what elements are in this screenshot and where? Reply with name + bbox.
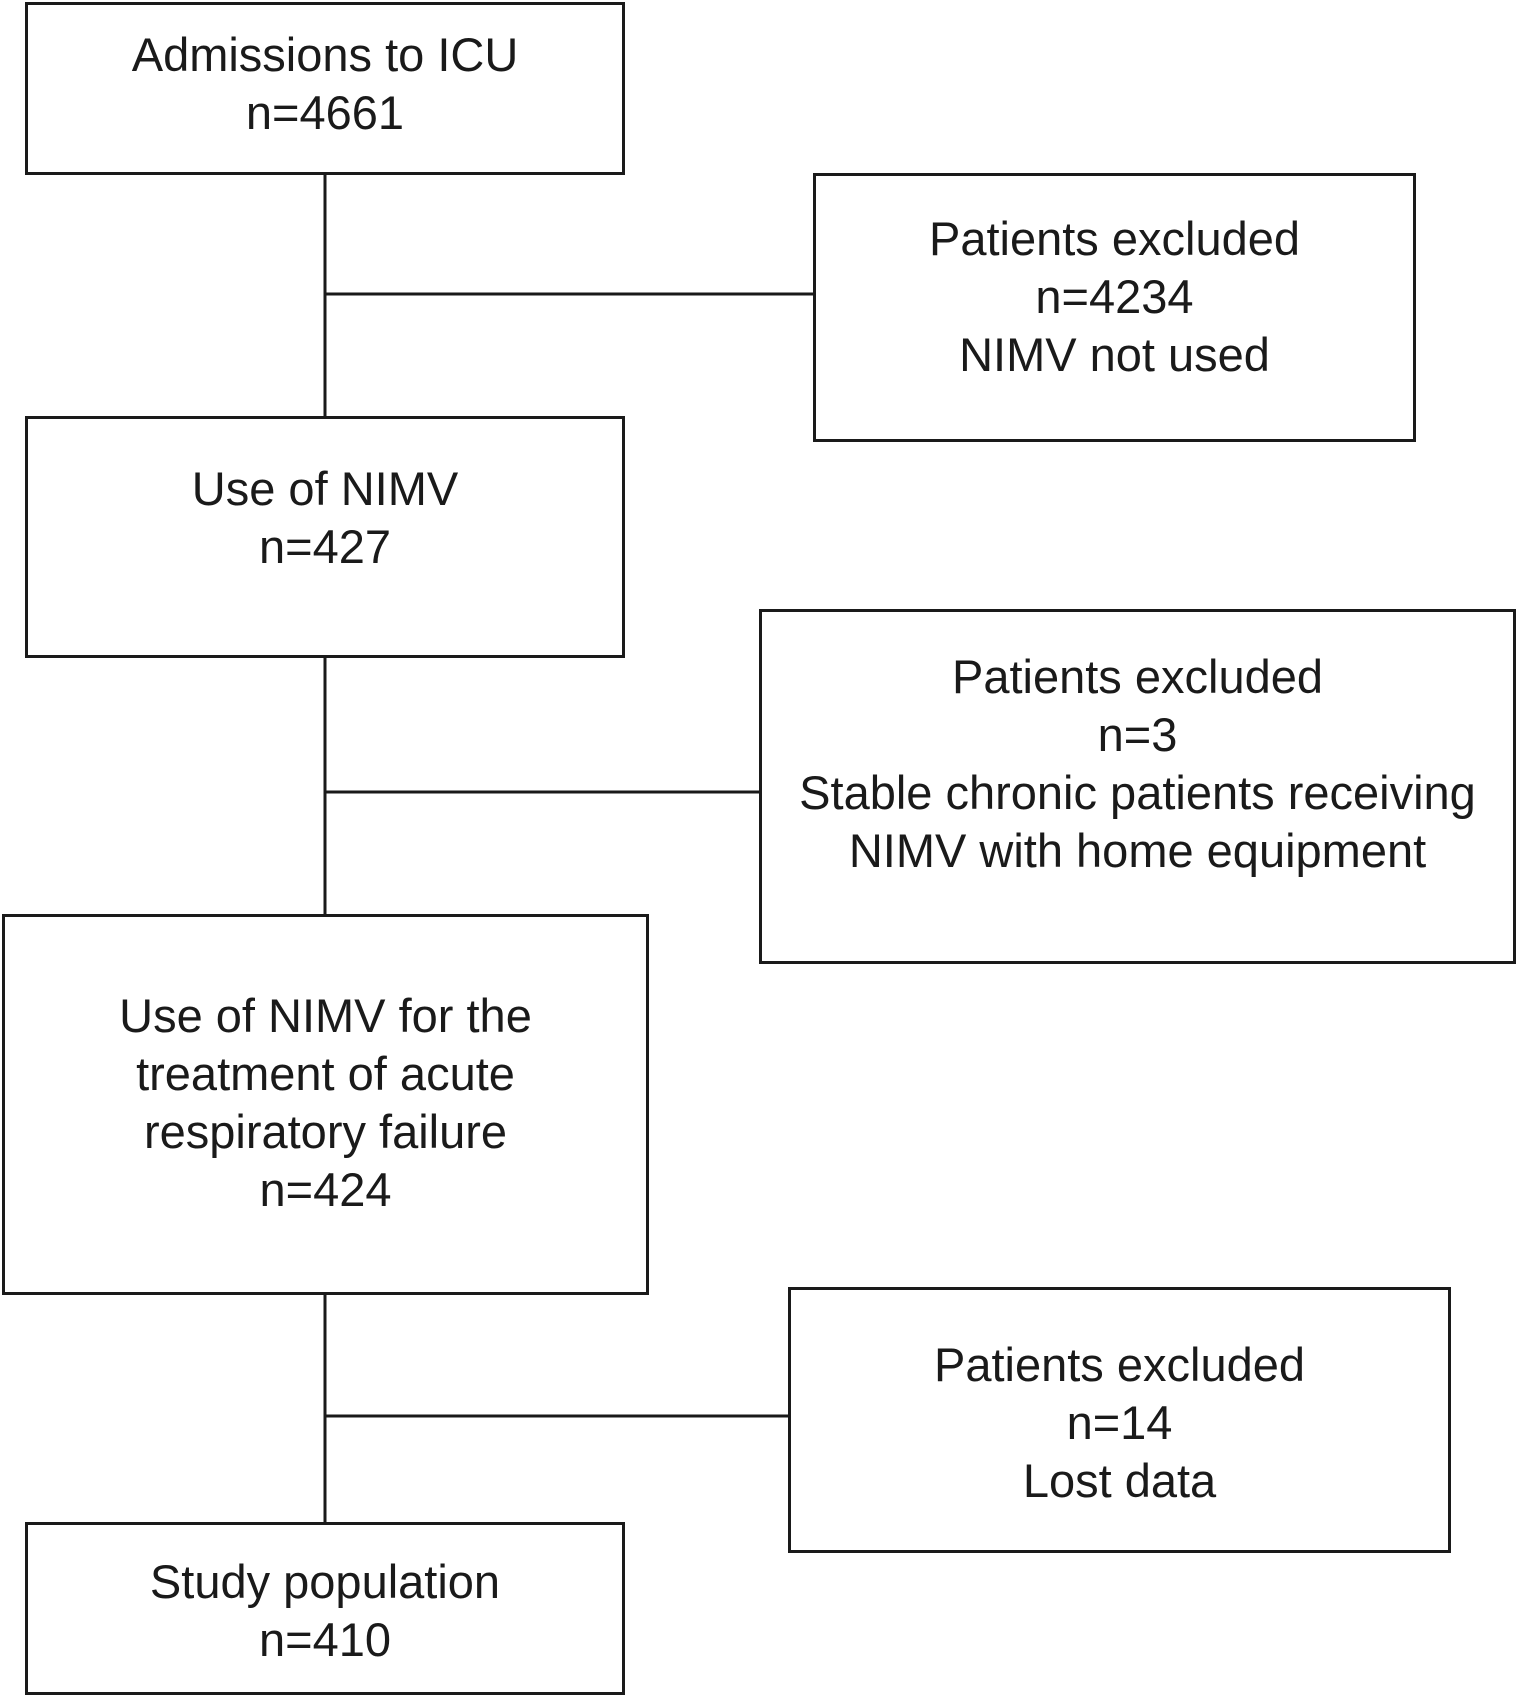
exclusion-3-label: Patients excluded <box>933 1338 1306 1391</box>
exclusion-2-reason-line-1: Stable chronic patients receiving <box>799 766 1476 819</box>
exclusion-1-count: n=4234 <box>1035 270 1194 323</box>
exclusion-box-1: Patients excluded n=4234 NIMV not used <box>813 173 1416 442</box>
exclusion-2-count: n=3 <box>1097 708 1178 761</box>
exclusion-1-reason: NIMV not used <box>959 328 1270 381</box>
exclusion-3-count: n=14 <box>1066 1396 1173 1449</box>
acute-respiratory-failure-box: Use of NIMV for the treatment of acute r… <box>2 914 649 1295</box>
study-population-box: Study population n=410 <box>25 1522 625 1695</box>
exclusion-box-3: Patients excluded n=14 Lost data <box>788 1287 1451 1553</box>
acute-failure-count: n=424 <box>259 1163 392 1216</box>
admissions-box: Admissions to ICU n=4661 <box>25 2 625 175</box>
exclusion-1-label: Patients excluded <box>928 212 1301 265</box>
nimv-use-label: Use of NIMV <box>191 462 459 515</box>
acute-failure-line-1: Use of NIMV for the <box>119 989 532 1042</box>
admissions-count: n=4661 <box>245 86 405 139</box>
acute-failure-line-2: treatment of acute <box>136 1047 515 1100</box>
admissions-label: Admissions to ICU <box>131 28 519 81</box>
nimv-use-box: Use of NIMV n=427 <box>25 416 625 658</box>
acute-failure-line-3: respiratory failure <box>143 1105 508 1158</box>
exclusion-2-label: Patients excluded <box>951 650 1324 703</box>
exclusion-2-reason-line-2: NIMV with home equipment <box>848 824 1427 877</box>
exclusion-3-reason: Lost data <box>1022 1454 1217 1507</box>
exclusion-box-2: Patients excluded n=3 Stable chronic pat… <box>759 609 1516 964</box>
nimv-use-count: n=427 <box>258 520 391 573</box>
study-population-label: Study population <box>149 1555 501 1608</box>
study-population-count: n=410 <box>258 1613 391 1666</box>
